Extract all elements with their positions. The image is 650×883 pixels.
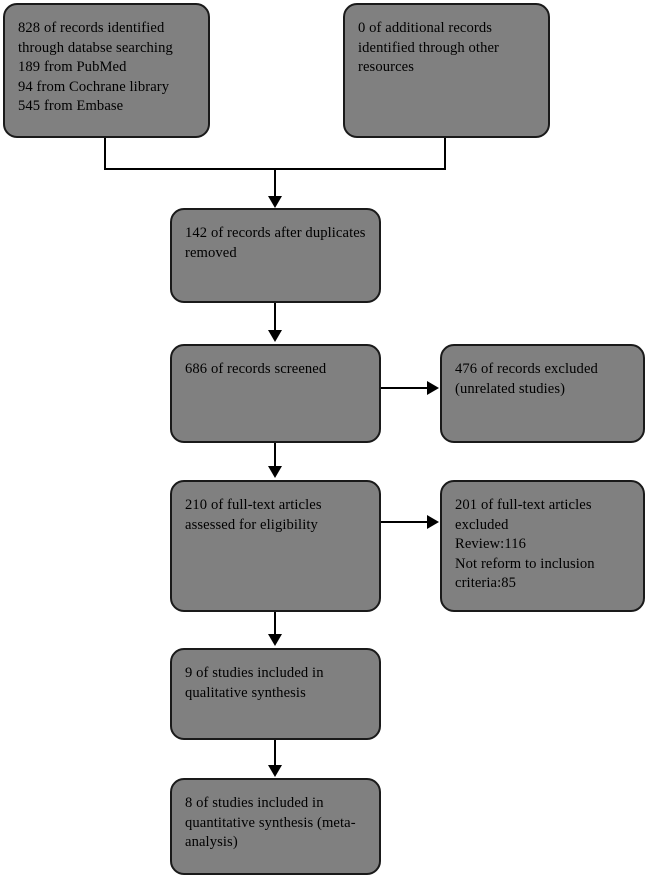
connector-identified-other-drop bbox=[444, 138, 446, 170]
arrowhead-to-screened bbox=[268, 330, 282, 342]
node-records-screened: 686 of records screened bbox=[170, 344, 381, 443]
connector-merge-stem bbox=[274, 168, 276, 198]
connector-identified-db-drop bbox=[104, 138, 106, 170]
arrowhead-to-qualitative bbox=[268, 634, 282, 646]
arrowhead-to-duplicates bbox=[268, 196, 282, 208]
node-records-excluded: 476 of records excluded (unrelated studi… bbox=[440, 344, 645, 443]
connector-screened-to-fulltext bbox=[274, 443, 276, 468]
node-fulltext-articles-assessed: 210 of full-text articles assessed for e… bbox=[170, 480, 381, 612]
node-records-identified-database: 828 of records identified through databs… bbox=[3, 3, 210, 138]
connector-screened-to-excluded bbox=[381, 387, 429, 389]
node-studies-quantitative-synthesis: 8 of studies included in quantitative sy… bbox=[170, 778, 381, 875]
connector-qualitative-to-quantitative bbox=[274, 740, 276, 767]
arrowhead-to-fulltext-excluded bbox=[427, 515, 439, 529]
arrowhead-to-records-excluded bbox=[427, 381, 439, 395]
arrowhead-to-quantitative bbox=[268, 765, 282, 777]
connector-fulltext-to-qualitative bbox=[274, 612, 276, 637]
connector-fulltext-to-excluded bbox=[381, 521, 429, 523]
connector-duplicates-to-screened bbox=[274, 303, 276, 331]
node-records-after-duplicates-removed: 142 of records after duplicates removed bbox=[170, 208, 381, 303]
node-studies-qualitative-synthesis: 9 of studies included in qualitative syn… bbox=[170, 648, 381, 740]
node-records-identified-other-sources: 0 of additional records identified throu… bbox=[343, 3, 550, 138]
node-fulltext-articles-excluded: 201 of full-text articles excluded Revie… bbox=[440, 480, 645, 612]
arrowhead-to-fulltext bbox=[268, 466, 282, 478]
